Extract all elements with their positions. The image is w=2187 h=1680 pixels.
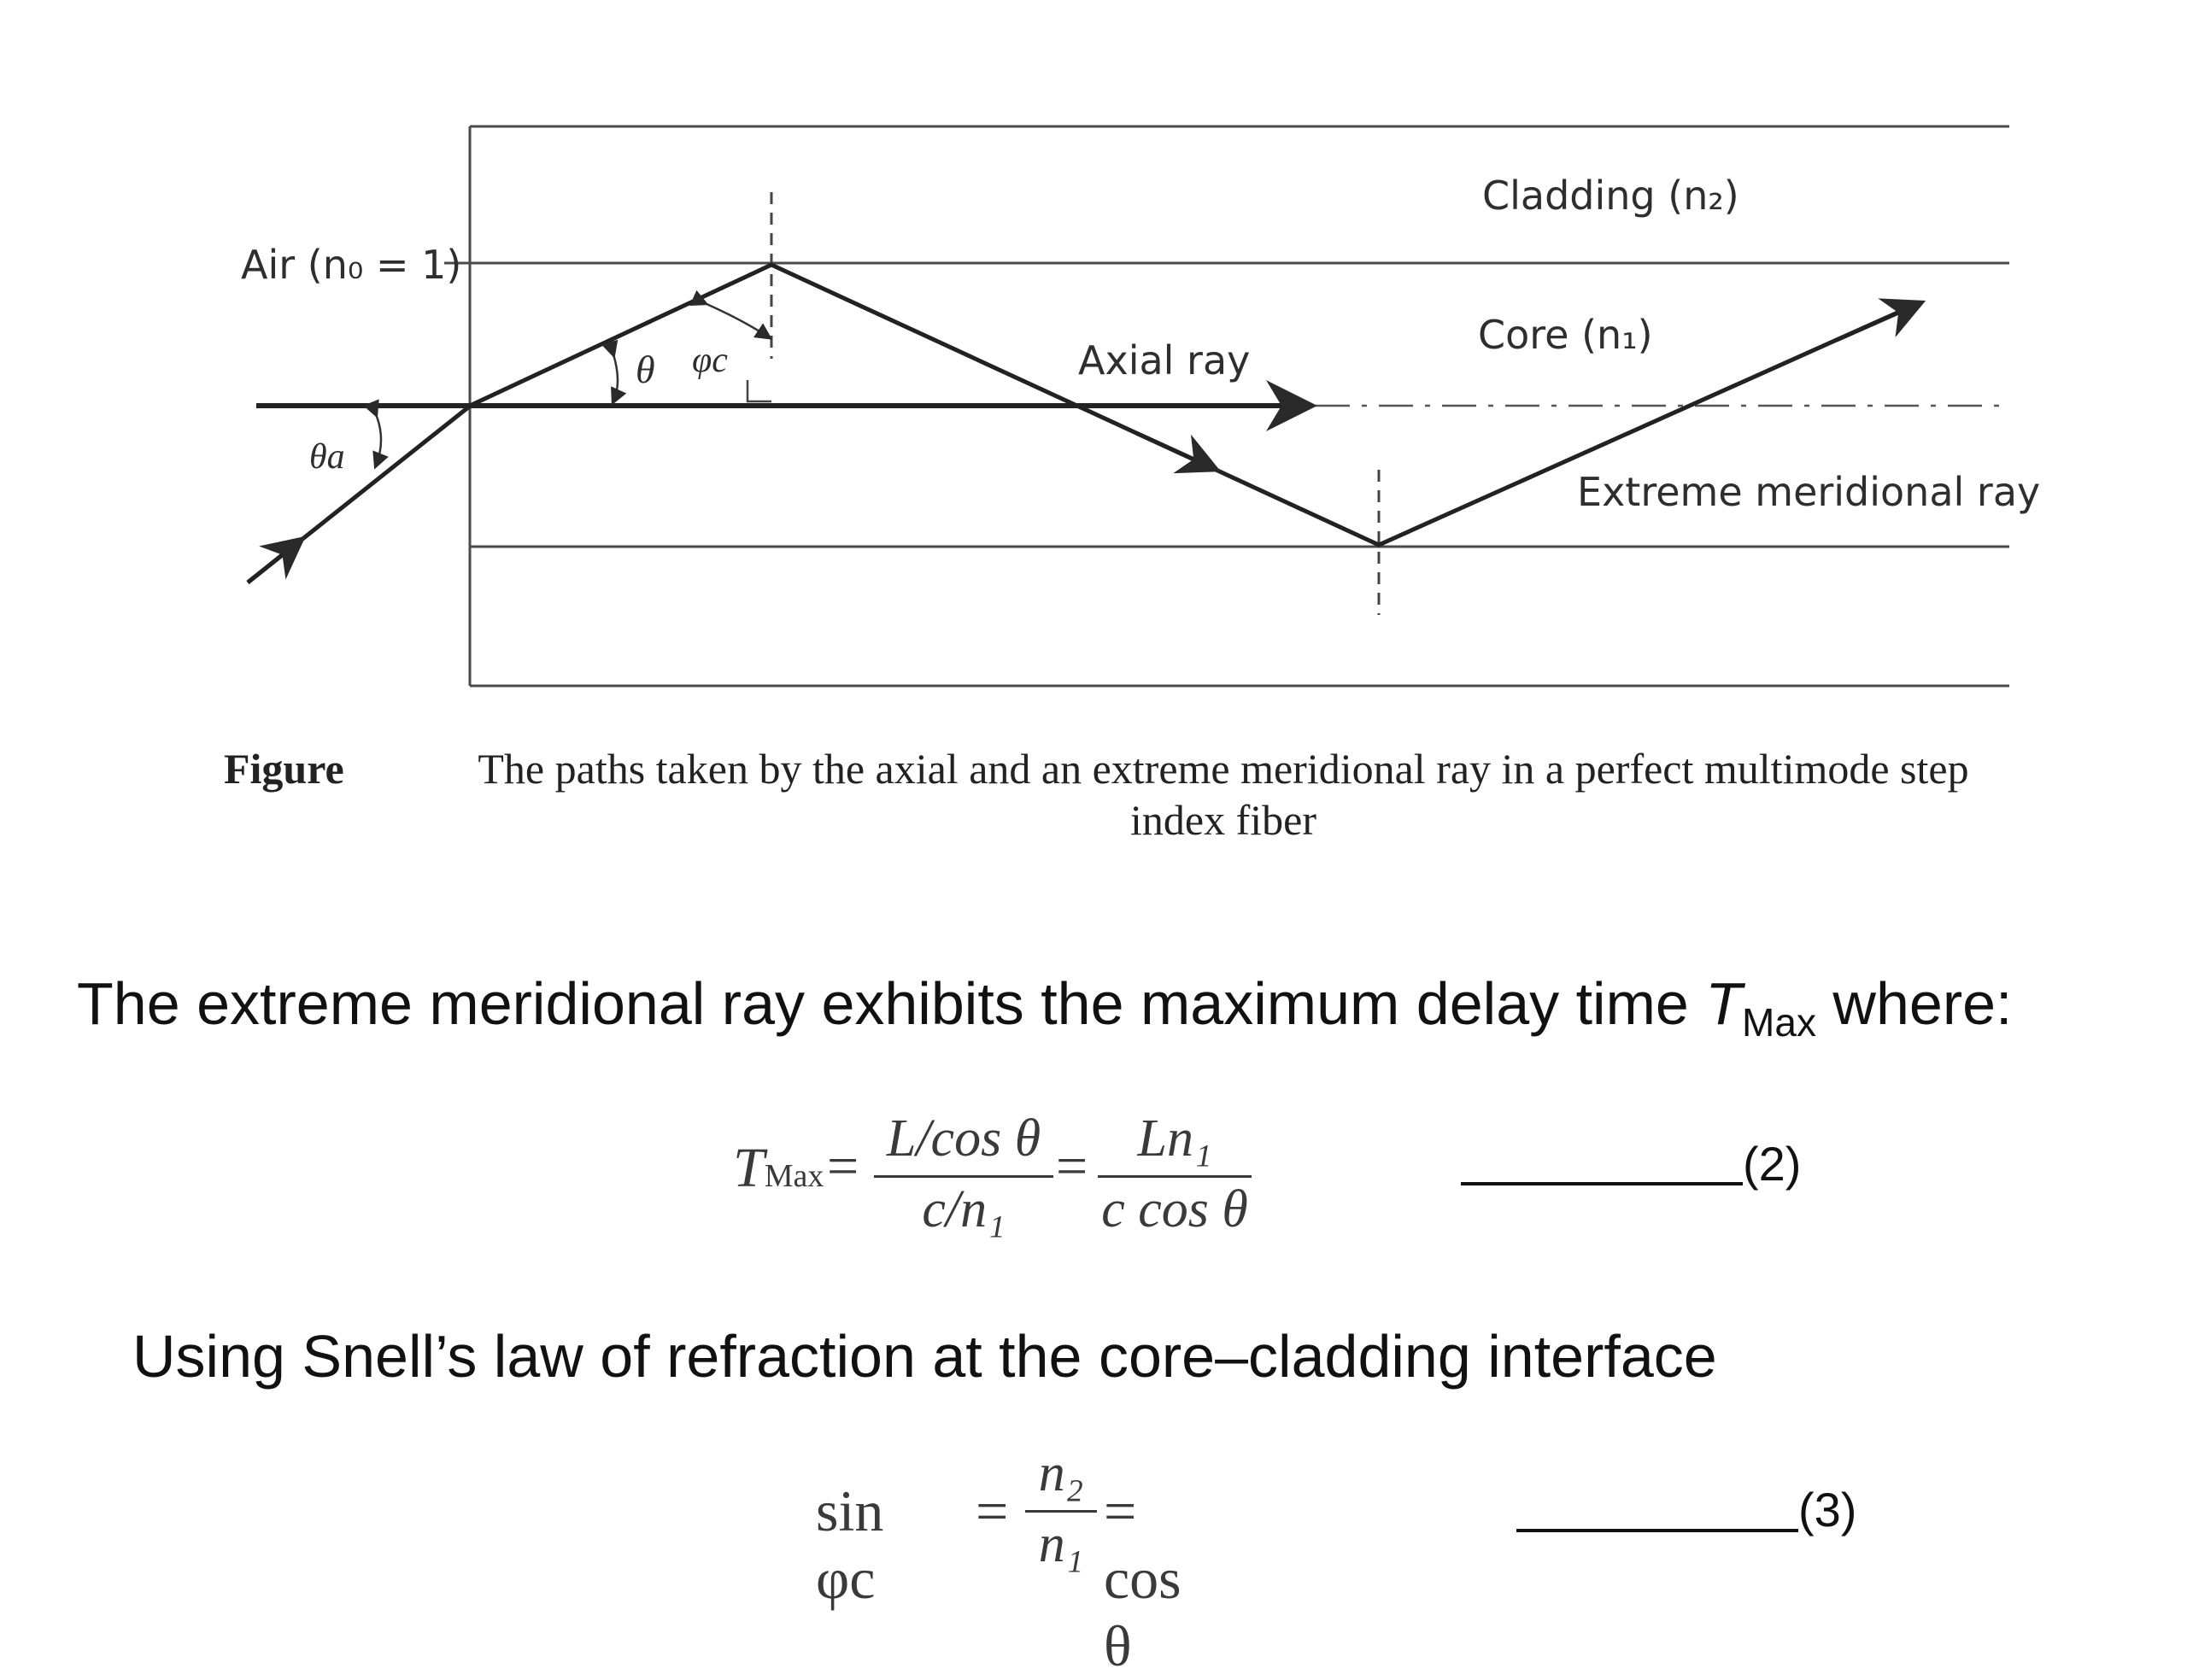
phi-c-label: φc xyxy=(692,341,728,380)
eq2-number: (2) xyxy=(1743,1137,1802,1191)
eq2-lhs-symbol: T xyxy=(733,1137,765,1199)
paragraph-snell: Using Snell’s law of refraction at the c… xyxy=(132,1323,1717,1390)
eq2-frac2-bar xyxy=(1098,1175,1252,1178)
eq3-denominator: n₁ xyxy=(1038,1515,1084,1573)
air-label: Air (n₀ = 1) xyxy=(241,242,461,288)
eq2-frac2-numerator: Ln₁ xyxy=(1137,1109,1212,1168)
cladding-label: Cladding (n₂) xyxy=(1482,173,1739,219)
paragraph-max-delay-text-after: where: xyxy=(1815,970,2013,1037)
paragraph-max-delay-text-before: The extreme meridional ray exhibits the … xyxy=(77,970,1706,1037)
eq3-blank-line xyxy=(1516,1529,1798,1532)
tmax-symbol: T xyxy=(1705,970,1743,1037)
right-angle-marker xyxy=(746,380,771,403)
theta-arc xyxy=(601,339,627,406)
eq3-frac-bar xyxy=(1025,1510,1097,1513)
eq2-frac1-bar xyxy=(874,1175,1053,1178)
eq3-lhs: sin φc xyxy=(816,1478,884,1611)
eq2-frac1-numerator: L/cos θ xyxy=(886,1109,1041,1168)
eq2-frac2-denominator: c cos θ xyxy=(1101,1180,1248,1238)
eq3-numerator: n₂ xyxy=(1038,1444,1084,1502)
eq2-equals-1: = xyxy=(827,1135,859,1197)
theta-a-arc xyxy=(363,399,389,470)
eq2-frac1-denominator: c/n₁ xyxy=(922,1180,1006,1238)
core-label: Core (n₁) xyxy=(1478,312,1653,358)
eq2-equals-2: = xyxy=(1056,1135,1088,1197)
eq2-blank-line xyxy=(1461,1182,1743,1185)
eq2-fraction-1: L/cos θ c/n₁ xyxy=(870,1109,1058,1240)
eq3-rhs: = cos θ xyxy=(1104,1478,1181,1678)
eq3-equals: = xyxy=(976,1478,1009,1543)
extreme-ray-label: Extreme meridional ray xyxy=(1577,469,2040,515)
eq3-fraction: n₂ n₁ xyxy=(1022,1443,1100,1575)
incident-ray-arrow xyxy=(246,536,306,584)
fiber-ray-diagram: Cladding (n₂) Air (n₀ = 1) Core (n₁) Axi… xyxy=(241,125,2040,688)
phi-c-arc xyxy=(689,290,773,340)
eq3-number: (3) xyxy=(1798,1483,1857,1537)
paragraph-max-delay: The extreme meridional ray exhibits the … xyxy=(77,969,2013,1045)
extreme-ray-arrow-mid xyxy=(1135,430,1222,474)
axial-ray-label: Axial ray xyxy=(1078,337,1250,383)
eq2-lhs: TMax xyxy=(733,1136,824,1201)
tmax-subscript: Max xyxy=(1742,1000,1816,1045)
eq2-fraction-2: Ln₁ c cos θ xyxy=(1094,1109,1256,1240)
theta-label: θ xyxy=(636,348,655,391)
figure-caption-text: The paths taken by the axial and an extr… xyxy=(478,745,1969,844)
figure-caption-label: Figure xyxy=(224,745,344,793)
extreme-ray-arrow-end xyxy=(1835,298,1926,342)
eq2-lhs-sub: Max xyxy=(764,1158,824,1194)
extreme-meridional-ray xyxy=(468,262,1907,547)
theta-a-label: θa xyxy=(309,437,345,477)
